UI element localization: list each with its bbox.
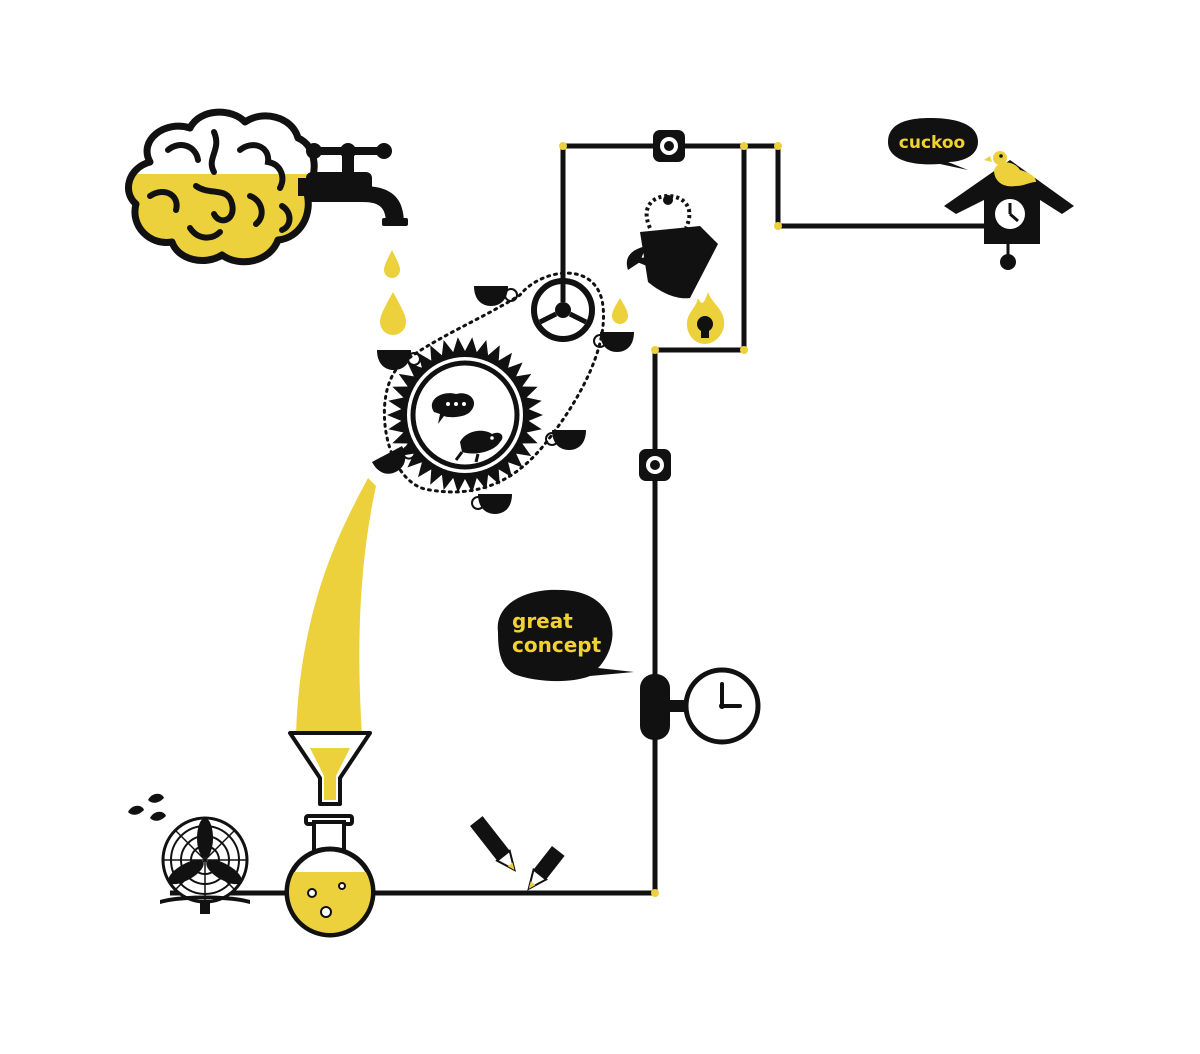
cup-icon — [471, 494, 512, 514]
pipe-valve-icon — [639, 449, 671, 481]
concept-label-line1: great — [512, 609, 573, 633]
pencil-icon — [527, 846, 565, 891]
flame-icon — [686, 292, 725, 344]
pipe-network — [170, 143, 985, 896]
water-tap-icon — [298, 143, 408, 226]
pipe-valve-icon — [653, 130, 685, 162]
bird-icon — [984, 151, 1036, 187]
flask-icon — [284, 814, 376, 938]
concept-label-line2: concept — [512, 633, 602, 657]
drip-drops — [380, 250, 628, 335]
pipe-top — [560, 143, 985, 290]
cup-conveyor-icon — [382, 271, 605, 494]
funnel-icon — [288, 731, 372, 806]
small-wheel-icon — [531, 278, 595, 342]
fan-icon — [128, 793, 250, 914]
cup-icon — [474, 286, 518, 306]
cup-icon — [593, 332, 634, 352]
cuckoo-clock-icon — [944, 160, 1074, 270]
pressure-gauge-icon — [640, 667, 761, 745]
liquid-stream — [296, 478, 376, 735]
concept-speech-bubble: great concept — [497, 589, 634, 682]
cup-icon — [545, 430, 586, 450]
cuckoo-speech-bubble: cuckoo — [888, 118, 978, 170]
cuckoo-label: cuckoo — [899, 133, 965, 153]
kettle-icon — [626, 193, 718, 299]
pencil-icon — [470, 816, 516, 872]
brain-icon — [125, 108, 318, 266]
pipe-joints — [559, 142, 782, 897]
hamster-wheel-icon — [431, 393, 503, 463]
